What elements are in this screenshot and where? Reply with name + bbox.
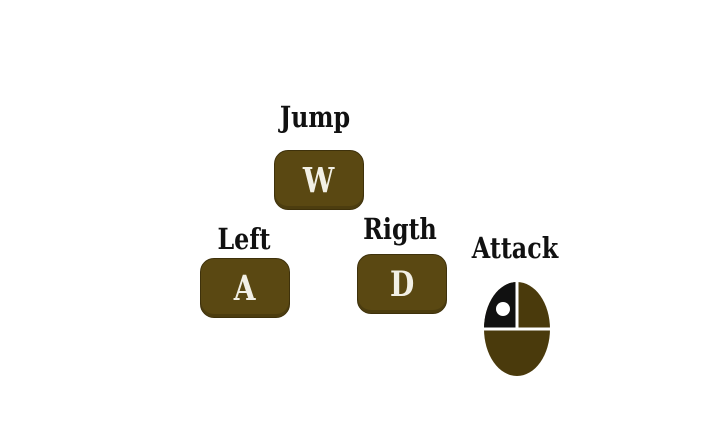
left-label: Left [217, 222, 271, 256]
jump-key-letter: W [303, 159, 335, 201]
jump-key: W [274, 150, 364, 210]
attack-label: Attack [471, 231, 559, 265]
right-key: D [357, 254, 447, 314]
mouse-icon [484, 282, 550, 376]
right-label: Rigth [363, 212, 437, 246]
left-key: A [200, 258, 290, 318]
right-key-letter: D [389, 263, 415, 305]
left-key-letter: A [234, 267, 256, 309]
jump-label: Jump [279, 100, 351, 134]
mouse-click-indicator [496, 302, 510, 316]
